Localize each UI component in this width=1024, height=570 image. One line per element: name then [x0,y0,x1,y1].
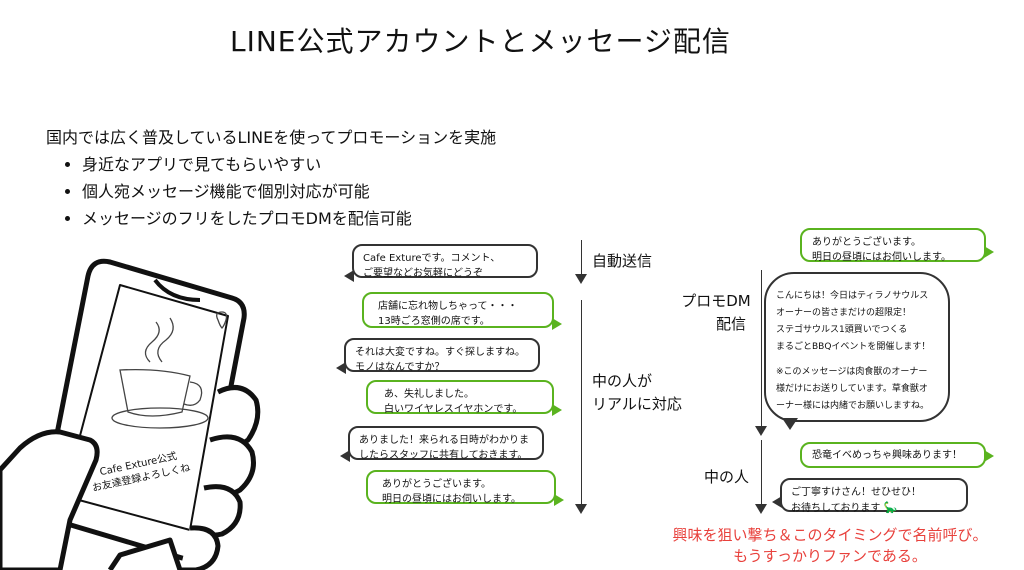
bubble-text: ※このメッセージは肉食獣のオーナー [776,367,928,377]
intro-bullet: メッセージのフリをしたプロモDMを配信可能 [82,205,496,232]
label-human-response: 中の人が リアルに対応 [592,370,682,416]
chat-bubble-user-message: あ、失礼しました。 白いワイヤレスイヤホンです。 [366,380,554,415]
chat-bubble-user-message: 店舗に忘れ物しちゃって・・・ 13時ごろ窓側の席です。 [362,292,554,328]
intro-lead: 国内では広く普及しているLINEを使ってプロモーションを実施 [46,128,497,147]
chat-bubble-user-message: ありがとうございます。 明日の昼頃にはお伺いします。 [800,228,986,263]
bubble-text: ありがとうございます。 [382,479,491,490]
bubble-text: ーナー様には内緒でお願いしますね。 [776,401,930,411]
chat-bubble-auto-message: Cafe Extureです。コメント、 ご要望などお気軽にどうぞ [352,244,538,279]
bubble-text-part: お待ちしております [791,503,881,514]
page-title: LINE公式アカウントとメッセージ配信 [230,25,731,58]
bubble-text: それは大変ですね。すぐ探しますね。 [355,347,525,358]
flow-arrow-promo [761,270,762,428]
label-line: プロモDM [681,292,751,310]
bubble-text: モノはなんですか？ [355,362,445,373]
bubble-text: 13時ごろ窓側の席です。 [378,316,490,327]
bubble-text: まるごとBBQイベントを開催します！ [776,342,931,352]
bubble-tail [984,246,994,258]
dinosaur-icon: 🦕 [883,501,898,514]
highlight-note: 興味を狙い撃ち＆このタイミングで名前呼び。 もうすっかりファンである。 [640,525,1020,567]
phone-hand-illustration [0,258,261,570]
bubble-tail [554,494,564,506]
bubble-text: あ、失礼しました。 [384,389,474,400]
label-insider: 中の人 [704,468,750,486]
bubble-text: ご要望などお気軽にどうぞ [363,268,483,279]
flow-arrow-auto [581,240,582,276]
bubble-text: こんにちは！今日はティラノサウルス [776,291,929,301]
bubble-tail [340,450,350,462]
bubble-text: 明日の昼頃にはお伺いします。 [382,494,521,505]
flow-arrowhead [755,426,767,436]
bubble-text: 店舗に忘れ物しちゃって・・・ [378,301,518,312]
bubble-text: 恐竜イベめっちゃ興味あります！ [812,450,962,461]
flow-arrowhead [575,504,587,514]
bubble-tail [552,404,562,416]
note-line: もうすっかりファンである。 [733,547,927,565]
flow-arrowhead [575,274,587,284]
bubble-text: ありがとうございます。 [812,237,921,248]
bubble-tail [344,270,354,282]
label-auto-send: 自動送信 [592,252,653,270]
bubble-tail [782,418,798,430]
bubble-tail [772,496,782,508]
chat-bubble-user-message: 恐竜イベめっちゃ興味あります！ [800,442,986,468]
bubble-text: 白いワイヤレスイヤホンです。 [384,404,523,415]
bubble-text: したらスタッフに共有しておきます。 [359,450,528,461]
bubble-text: 明日の昼頃にはお伺いします。 [812,252,951,263]
bubble-text: お待ちしております 🦕 [791,500,957,516]
bubble-text: 様だけにお送りしています。草食獣オ [776,384,928,394]
chat-bubble-staff-reply: ありました！来られる日時がわかりま したらスタッフに共有しておきます。 [348,426,544,461]
label-line: リアルに対応 [592,395,682,413]
intro-bullet: 身近なアプリで見てもらいやすい [82,151,496,178]
bubble-text: ご丁寧すけさん！せひせひ！ [791,487,921,498]
chat-bubble-staff-reply: ご丁寧すけさん！せひせひ！ お待ちしております 🦕 [780,478,968,514]
intro-bullet-list: 身近なアプリで見てもらいやすい 個人宛メッセージ機能で個別対応が可能 メッセージ… [46,151,496,232]
flow-arrow-insider [761,440,762,506]
bubble-tail [984,450,994,462]
intro-section: 国内では広く普及しているLINEを使ってプロモーションを実施 身近なアプリで見て… [46,124,496,232]
bubble-text: ステゴサウルス1頭買いでつくる [776,325,908,335]
note-line: 興味を狙い撃ち＆このタイミングで名前呼び。 [672,526,988,544]
bubble-text: オーナーの皆さまだけの超限定！ [776,308,912,318]
bubble-tail [336,362,346,374]
bubble-text: ありました！来られる日時がわかりま [359,435,529,446]
bubble-tail [552,318,562,330]
chat-bubble-promo-dm: こんにちは！今日はティラノサウルス オーナーの皆さまだけの超限定！ ステゴサウル… [764,272,950,422]
bubble-text: Cafe Extureです。コメント、 [363,253,501,264]
flow-arrowhead [755,504,767,514]
chat-bubble-staff-reply: それは大変ですね。すぐ探しますね。 モノはなんですか？ [344,338,540,373]
chat-bubble-user-message: ありがとうございます。 明日の昼頃にはお伺いします。 [366,470,556,505]
intro-bullet: 個人宛メッセージ機能で個別対応が可能 [82,178,496,205]
flow-arrow-human [581,300,582,506]
label-line: 配信 [715,315,746,333]
label-promo-dm: プロモDM 配信 [680,290,752,336]
label-line: 中の人が [592,372,653,390]
